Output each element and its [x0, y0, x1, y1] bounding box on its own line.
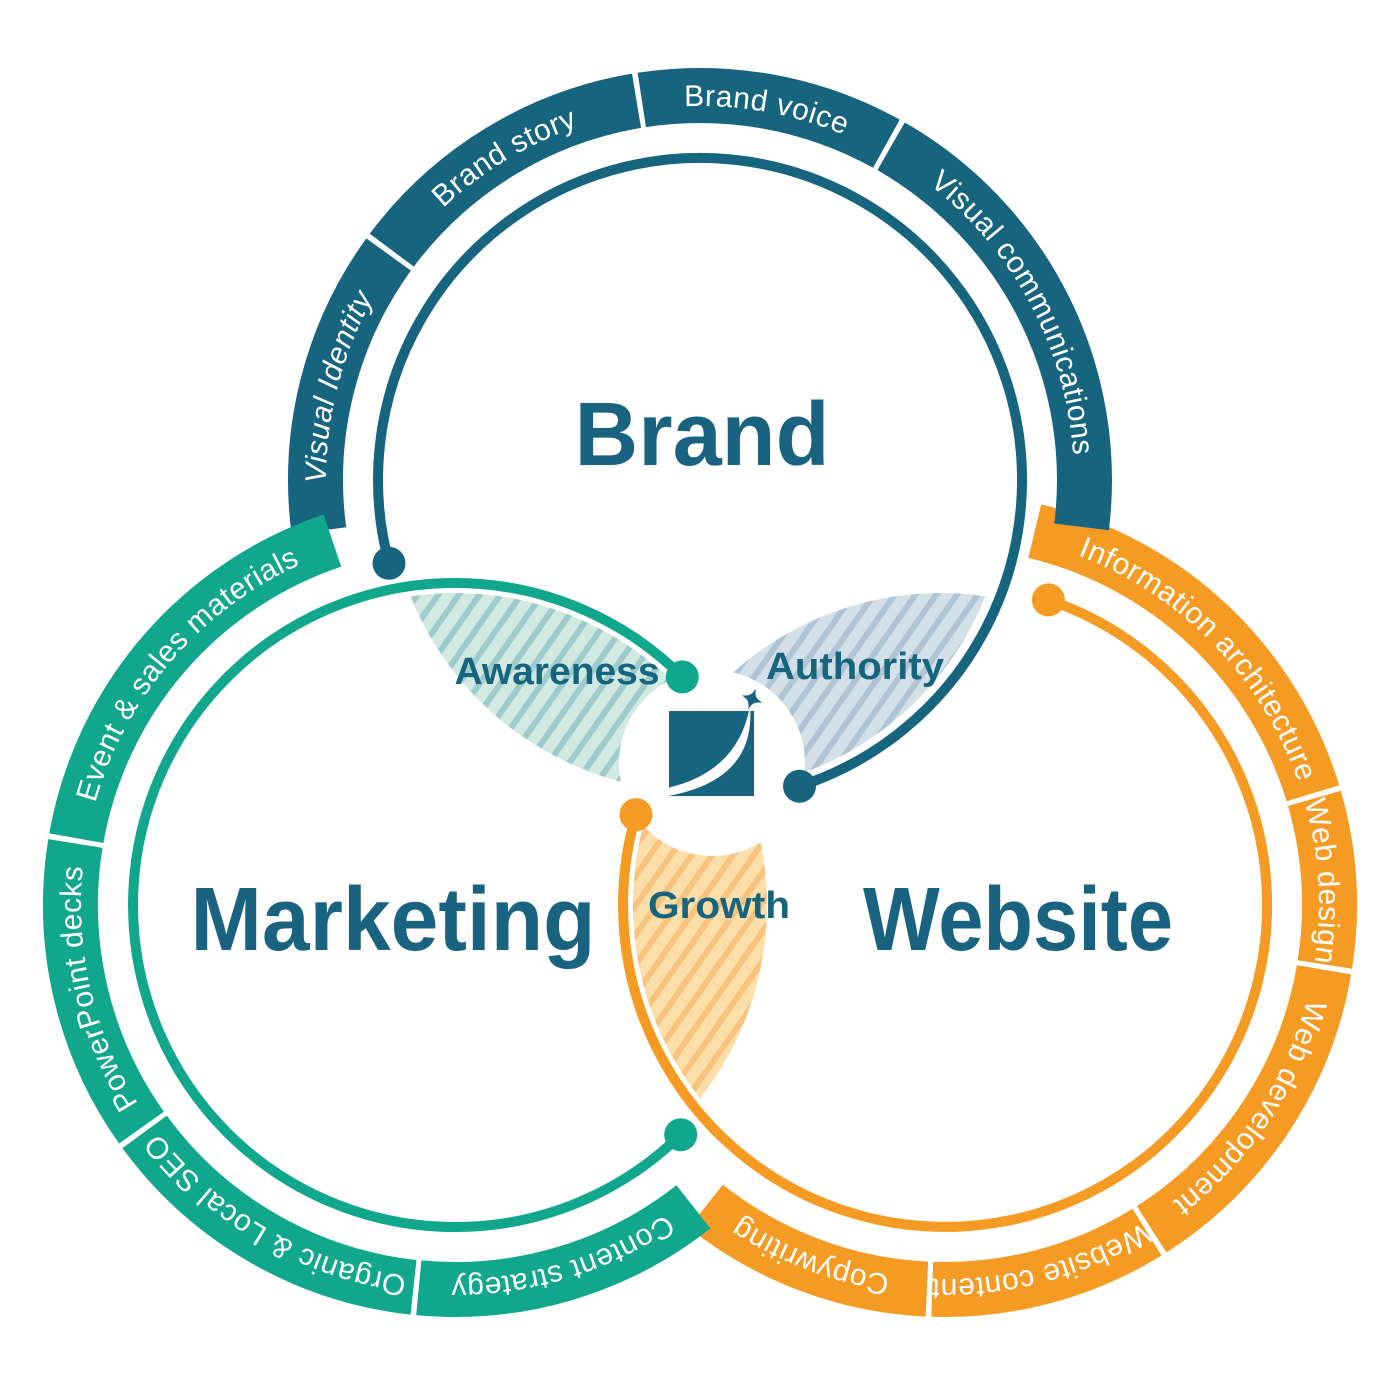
website-band-seg-copywriting	[688, 1184, 929, 1317]
brand-thin-circle	[373, 152, 1028, 792]
marketing-arc-dot-bottom	[664, 1118, 698, 1152]
website-title: Website	[863, 870, 1173, 970]
brand-band-seg-brand-voice	[637, 68, 900, 168]
marketing-title: Marketing	[191, 870, 596, 970]
growth-label: Growth	[648, 885, 790, 927]
awareness-label: Awareness	[455, 651, 660, 693]
marketing-thin-circle	[128, 578, 688, 1232]
website-band-seg-web-development	[1136, 964, 1352, 1253]
center-logo	[667, 688, 763, 796]
authority-label: Authority	[766, 646, 944, 688]
marketing-band	[42, 514, 711, 1318]
marketing-label-event-sales: Event & sales materials	[70, 541, 303, 805]
marketing-band-seg-event-sales	[49, 514, 342, 844]
logo-star-icon	[741, 688, 763, 710]
website-arc-dot-top	[1031, 583, 1065, 617]
marketing-band-seg-powerpoint	[42, 839, 165, 1144]
website-arc-dot-center	[619, 798, 653, 832]
thin-circle-outlines	[128, 152, 1273, 1232]
brand-band-seg-visual-identity	[288, 238, 412, 535]
brand-band-seg-brand-story	[369, 73, 642, 267]
website-label-information-architecture-text: Information architecture	[1075, 531, 1322, 785]
website-thin-circle	[618, 594, 1273, 1232]
website-band-seg-website-content	[931, 1208, 1162, 1317]
marketing-band-seg-content-strategy	[416, 1185, 711, 1318]
marketing-label-event-sales-text: Event & sales materials	[70, 541, 303, 805]
arc-end-dots	[372, 546, 1065, 1152]
brand-arc-dot-center	[783, 769, 816, 803]
logo-square	[669, 711, 754, 796]
website-band-seg-web-design	[1287, 790, 1358, 969]
brand-arc-dot-left	[372, 546, 406, 580]
website-band-seg-information-architecture	[1028, 504, 1340, 802]
brand-band	[288, 68, 1112, 535]
brand-title: Brand	[575, 385, 830, 485]
website-band	[688, 504, 1358, 1317]
circle-titles: Brand Marketing Website	[191, 385, 1174, 970]
marketing-arc-dot-center	[665, 660, 699, 694]
logo-swoosh	[667, 706, 751, 796]
brand-band-seg-visual-communications	[877, 122, 1112, 531]
website-label-information-architecture: Information architecture	[1075, 531, 1323, 785]
overlap-labels: Awareness Authority Growth	[455, 646, 945, 927]
marketing-band-seg-organic-seo	[122, 1115, 417, 1315]
